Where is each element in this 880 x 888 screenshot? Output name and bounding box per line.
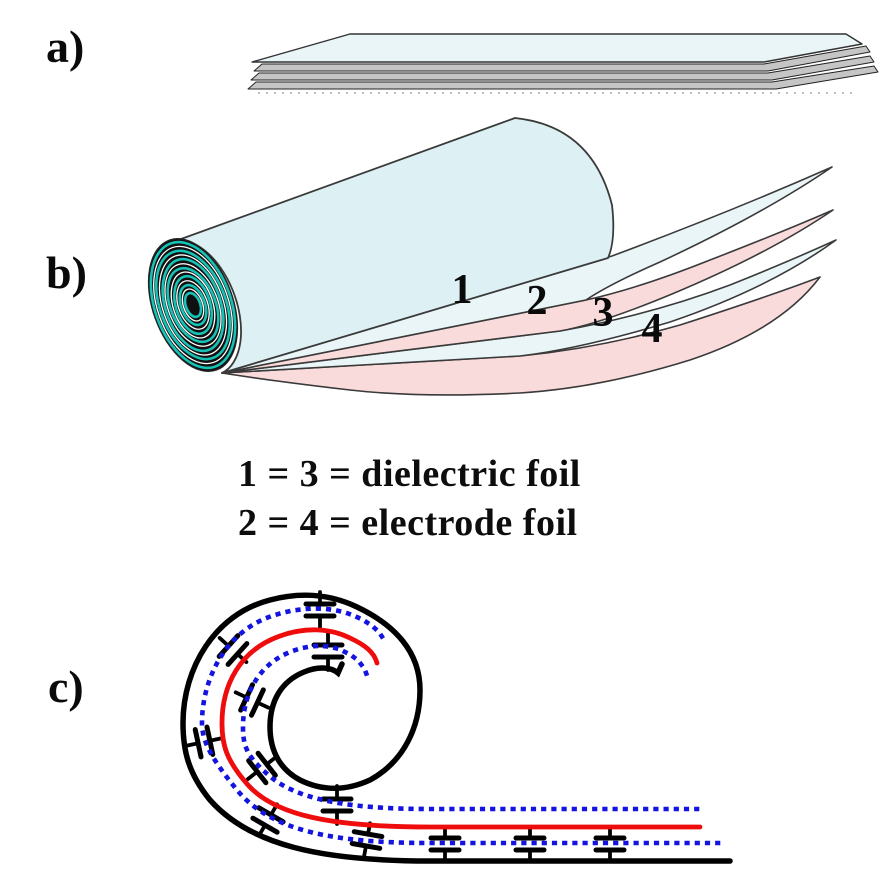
capacitor-symbol	[233, 682, 271, 718]
foil-top-face	[251, 33, 863, 63]
sheet-2-electrode-foil	[221, 209, 834, 374]
capacitor-symbol	[513, 825, 547, 863]
panel-b-roll-diagram: 1 2 3 4	[147, 117, 837, 396]
panel-c-label: c)	[48, 661, 84, 712]
capacitor-symbol	[184, 724, 224, 760]
panel-b-label: b)	[46, 247, 87, 298]
sheet-1-dielectric-foil	[221, 166, 833, 374]
foil-edge-strip	[253, 45, 871, 72]
capacitor-symbol	[349, 821, 385, 859]
capacitor-symbol	[250, 802, 286, 838]
dielectric-dotted-inner	[240, 643, 700, 812]
sheet-label-2: 2	[527, 278, 548, 324]
legend-line-dielectric: 1 = 3 = dielectric foil	[238, 453, 581, 495]
spiral-white-rings	[153, 245, 233, 365]
electrode-red-spiral	[219, 627, 703, 830]
capacitor-symbol	[311, 630, 345, 672]
roll-face-spiral	[147, 237, 239, 373]
panel-b-legend: 1 = 3 = dielectric foil 2 = 4 = electrod…	[238, 450, 581, 548]
dielectric-dotted-outer	[199, 606, 721, 846]
foil-edge-strip	[250, 55, 875, 81]
legend-line-electrode: 2 = 4 = electrode foil	[238, 502, 578, 544]
sheet-4-electrode-foil	[221, 276, 821, 396]
foil-edge-strip	[247, 65, 879, 90]
sheet-label-4: 4	[642, 306, 663, 352]
capacitor-symbol	[593, 825, 627, 863]
panel-a-foil-stack	[247, 33, 879, 94]
panel-a-label: a)	[46, 21, 85, 72]
capacitor-symbols	[184, 590, 627, 863]
dielectric-blue-dotted-lines	[199, 606, 721, 846]
electrode-black-spiral	[180, 592, 733, 864]
panel-c-cross-section	[180, 590, 733, 864]
sheet-3-dielectric-foil	[221, 239, 837, 374]
spiral-teal-rings	[149, 240, 237, 370]
sheet-label-1: 1	[452, 267, 473, 313]
sheet-label-3: 3	[593, 290, 614, 336]
